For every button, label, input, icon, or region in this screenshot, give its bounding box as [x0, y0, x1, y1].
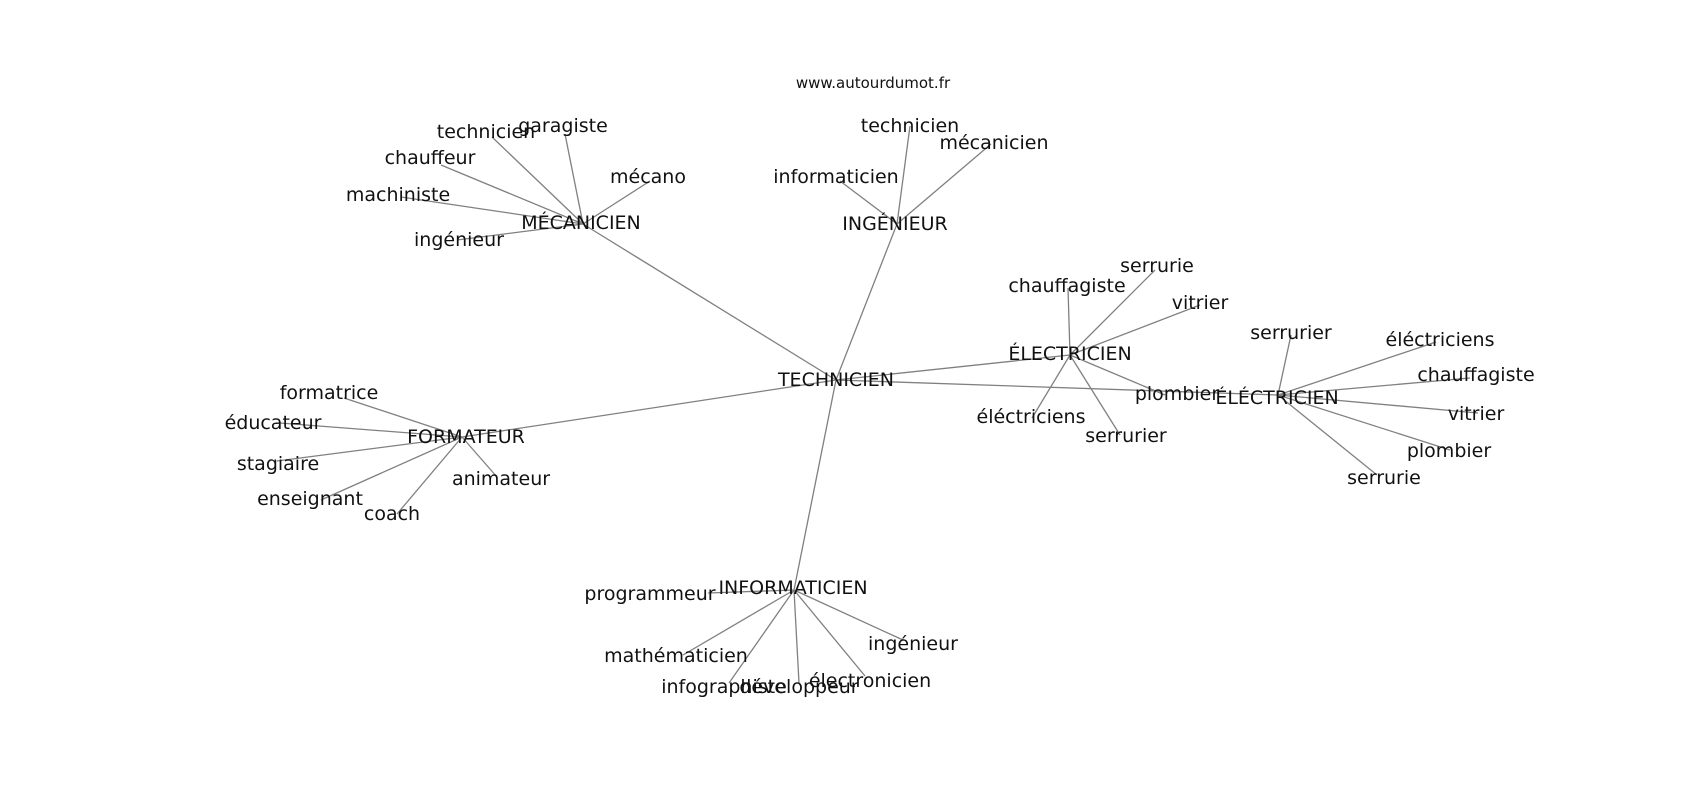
hub-label-electricien: ÉLECTRICIEN — [1008, 342, 1131, 365]
edge-root-formateur — [461, 379, 837, 438]
edge-root-electricien — [835, 354, 1071, 381]
edge-electricien-leaf-4 — [1031, 354, 1071, 419]
hub-label-informaticien: INFORMATICIEN — [718, 577, 867, 599]
edge-electricien2-leaf-0 — [1277, 334, 1292, 396]
leaf-label-mecanicien-0: technicien — [437, 121, 535, 143]
hub-label-mecanicien: MÉCANICIEN — [521, 211, 641, 234]
leaf-label-mecanicien-1: garagiste — [518, 115, 608, 137]
leaf-label-electricien-2: vitrier — [1172, 292, 1229, 314]
leaf-label-electricien-1: chauffagiste — [1008, 275, 1125, 297]
edge-informaticien-leaf-4 — [793, 589, 866, 677]
edge-informaticien-leaf-1 — [682, 589, 795, 656]
edge-ingenieur-leaf-1 — [896, 143, 992, 225]
leaf-label-electricien-3: plombier — [1135, 383, 1220, 405]
hub-label-ingenieur: INGÉNIEUR — [842, 212, 947, 235]
leaf-label-informaticien-1: mathématicien — [604, 645, 748, 667]
leaf-label-ingenieur-1: mécanicien — [939, 132, 1048, 154]
edge-formateur-leaf-0 — [343, 397, 463, 438]
leaf-label-informaticien-5: ingénieur — [868, 633, 958, 655]
edge-ingenieur-leaf-2 — [839, 180, 898, 225]
source-label: www.autourdumot.fr — [796, 74, 951, 92]
edge-formateur-leaf-1 — [279, 422, 463, 438]
edge-mecanicien-leaf-4 — [400, 196, 584, 225]
leaf-label-electricien-4: éléctriciens — [977, 406, 1086, 428]
edge-formateur-leaf-5 — [461, 436, 498, 478]
edge-mecanicien-leaf-0 — [491, 136, 584, 225]
edge-electricien2-leaf-1 — [1277, 341, 1437, 396]
edge-electricien2-leaf-2 — [1277, 377, 1471, 396]
edge-root-electricien2 — [835, 379, 1279, 396]
edge-electricien-leaf-3 — [1069, 354, 1166, 396]
leaf-label-electricien2-5: serrurie — [1347, 467, 1421, 489]
leaf-label-informaticien-3: développeur — [739, 676, 858, 698]
graph-edges — [276, 125, 1479, 684]
leaf-label-formateur-4: coach — [364, 503, 420, 525]
hub-label-formateur: FORMATEUR — [407, 426, 525, 448]
edge-ingenieur-leaf-0 — [896, 125, 911, 225]
leaf-label-electricien2-3: vitrier — [1448, 403, 1505, 425]
leaf-label-formateur-5: animateur — [452, 468, 550, 490]
edge-root-mecanicien — [582, 223, 837, 381]
leaf-label-formateur-0: formatrice — [280, 382, 379, 404]
edge-informaticien-leaf-2 — [728, 589, 795, 684]
leaf-label-formateur-2: stagiaire — [237, 453, 319, 475]
edge-informaticien-leaf-5 — [793, 589, 904, 641]
leaf-label-electricien-0: serrurie — [1120, 255, 1194, 277]
edge-informaticien-leaf-3 — [793, 589, 800, 684]
edge-mecanicien-leaf-1 — [564, 133, 584, 225]
edge-mecanicien-leaf-2 — [440, 164, 584, 225]
edge-electricien2-leaf-3 — [1277, 394, 1479, 414]
edge-electricien2-leaf-4 — [1277, 394, 1451, 451]
edge-root-ingenieur — [835, 223, 898, 381]
leaf-label-electricien2-0: serrurier — [1250, 322, 1332, 344]
leaf-label-mecanicien-4: machiniste — [346, 184, 450, 206]
edge-informaticien-leaf-0 — [707, 589, 795, 594]
edge-mecanicien-leaf-3 — [582, 180, 651, 225]
leaf-label-electricien2-2: chauffagiste — [1417, 364, 1534, 386]
leaf-label-mecanicien-2: chauffeur — [385, 147, 476, 169]
leaf-label-mecanicien-3: mécano — [610, 166, 686, 188]
leaf-label-mecanicien-5: ingénieur — [414, 229, 504, 251]
graph-labels: www.autourdumot.fr TECHNICIEN MÉCANICIEN t… — [225, 74, 1535, 698]
edge-formateur-leaf-4 — [396, 436, 463, 515]
leaf-label-formateur-3: enseignant — [257, 488, 363, 510]
edge-formateur-leaf-2 — [276, 436, 463, 462]
edge-formateur-leaf-3 — [320, 436, 463, 501]
leaf-label-electricien2-4: plombier — [1407, 440, 1492, 462]
edge-electricien-leaf-2 — [1069, 304, 1201, 356]
leaf-label-electricien2-1: éléctriciens — [1386, 329, 1495, 351]
edge-root-informaticien — [793, 379, 837, 591]
hub-label-electricien2: ÉLÉCTRICIEN — [1215, 386, 1338, 409]
leaf-label-electricien-5: serrurier — [1085, 425, 1167, 447]
edge-electricien-leaf-0 — [1069, 269, 1156, 356]
edge-electricien-leaf-5 — [1069, 354, 1121, 436]
leaf-label-ingenieur-2: informaticien — [773, 166, 898, 188]
leaf-label-ingenieur-0: technicien — [861, 115, 959, 137]
root-node-label: TECHNICIEN — [777, 369, 894, 391]
edge-electricien2-leaf-5 — [1277, 394, 1378, 476]
leaf-label-formateur-1: éducateur — [225, 412, 322, 434]
leaf-label-informaticien-0: programmeur — [584, 583, 715, 605]
leaf-label-informaticien-2: infographiste — [661, 676, 787, 698]
leaf-label-informaticien-4: électronicien — [809, 670, 931, 692]
edge-electricien-leaf-1 — [1067, 287, 1071, 356]
edge-mecanicien-leaf-5 — [456, 223, 584, 241]
